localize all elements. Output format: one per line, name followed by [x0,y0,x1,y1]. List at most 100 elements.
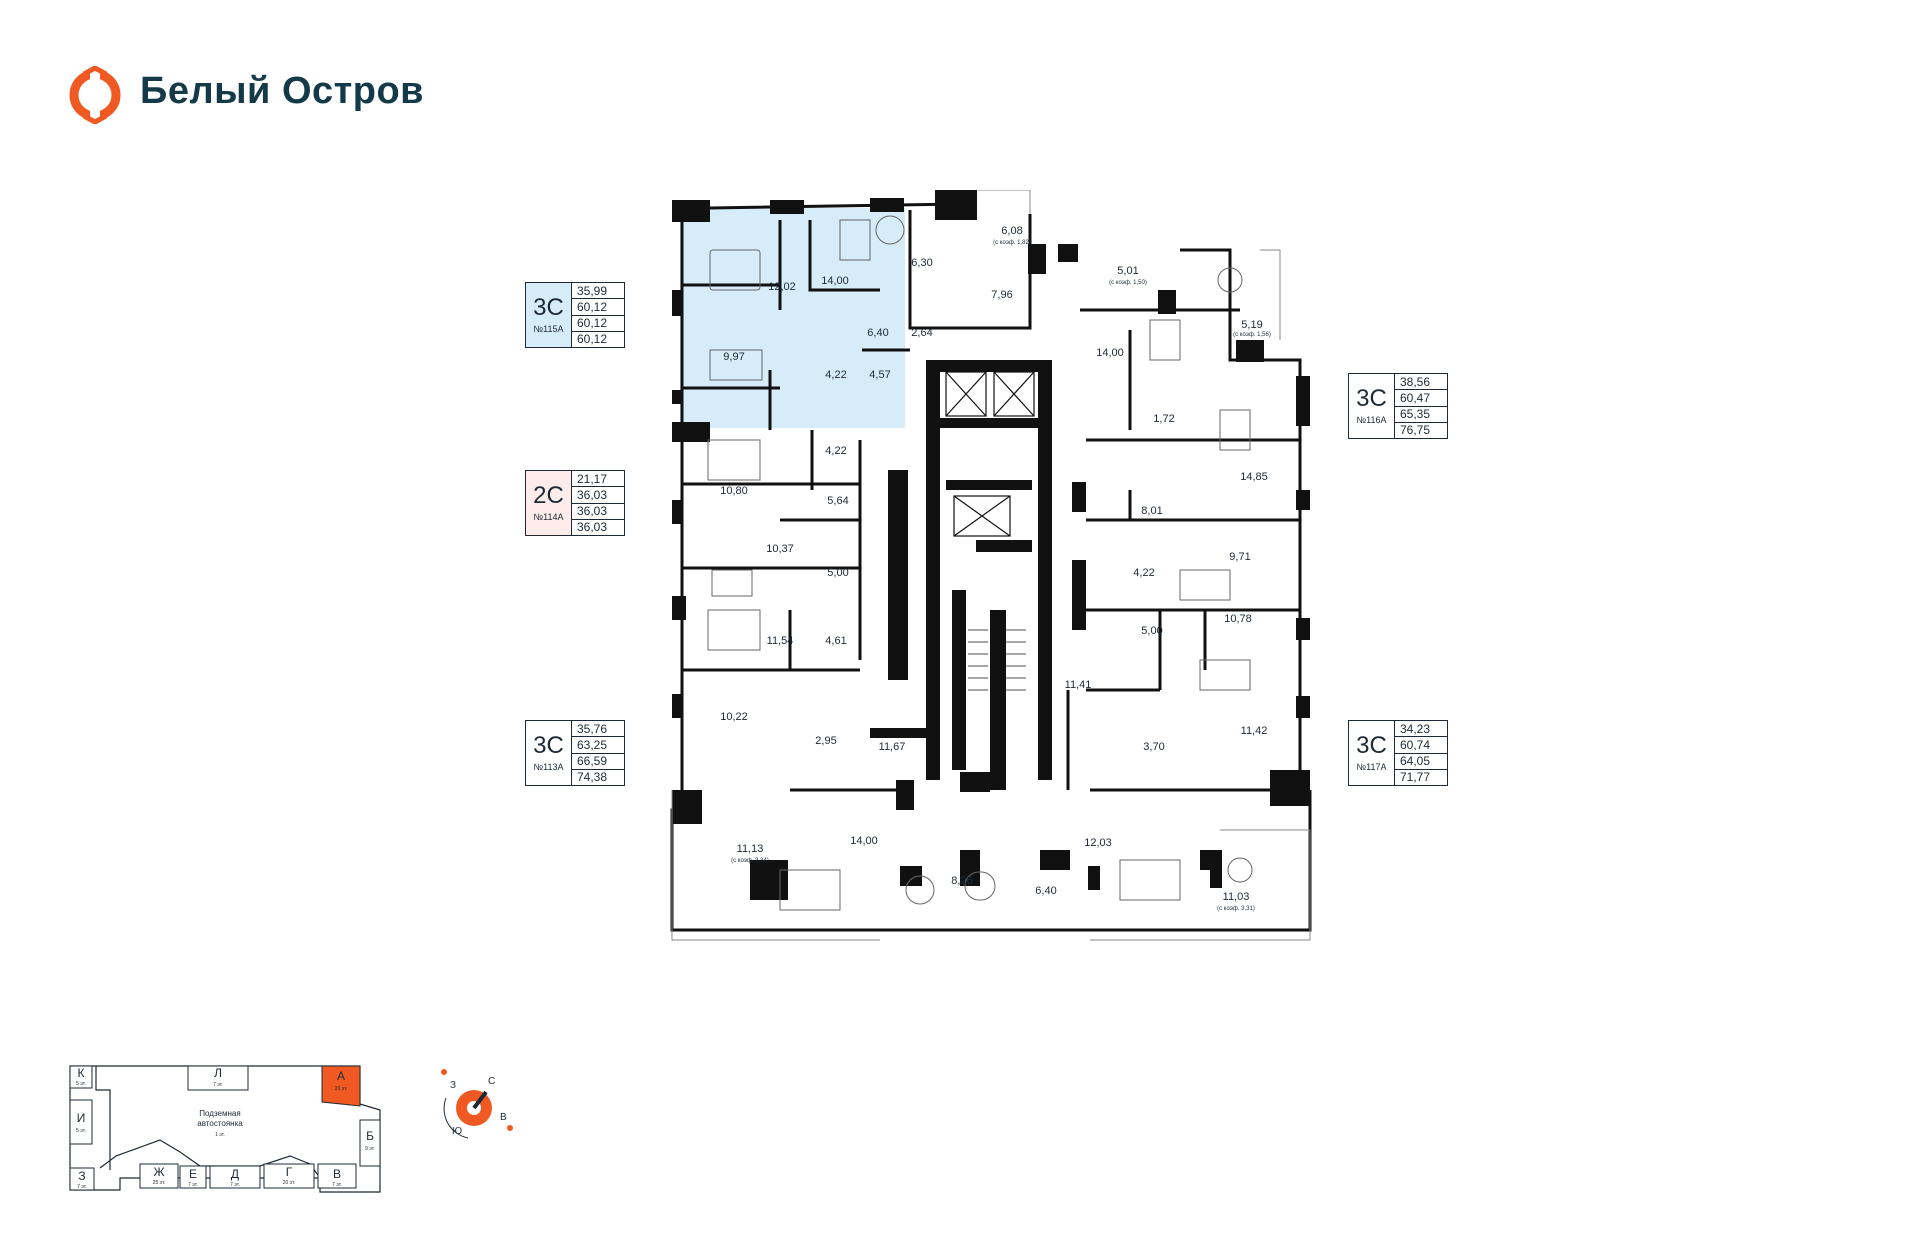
room-area: 7,96 [991,289,1012,301]
section-b[interactable] [359,1119,381,1167]
room-area: 12,02 [768,281,796,293]
area-value: 35,99 [572,283,624,300]
section-floors: 20 эт. [283,1180,296,1186]
apartment-card-114[interactable]: 2С №114А 21,17 36,03 36,03 36,03 [525,470,625,536]
elevators [945,371,1035,537]
room-area: 4,57 [869,369,890,381]
area-value: 38,56 [1395,374,1447,391]
room-area: 5,01 [1117,265,1138,277]
section-z[interactable] [69,1167,95,1191]
section-v[interactable] [317,1163,357,1189]
compass-east: В [500,1112,507,1123]
coef-note: (с коэф. 3,31) [1217,906,1255,912]
room-area: 8,26 [951,875,972,887]
section-floors: 5 эт. [76,1081,86,1087]
room-area: 11,54 [767,635,794,647]
room-area: 6,08 [1001,225,1022,237]
apartment-card-115[interactable]: 3С №115А 35,99 60,12 60,12 60,12 [525,282,625,348]
room-area: 9,97 [723,351,744,363]
apartment-type: 3С [1356,732,1387,759]
room-area: 3,70 [1143,741,1164,753]
section-i[interactable] [69,1099,93,1145]
section-letter: З [78,1169,85,1183]
room-area: 6,40 [1035,885,1056,897]
section-letter: Е [189,1167,197,1181]
section-letter: Г [286,1165,293,1179]
room-area: 10,22 [720,711,748,723]
apartment-number: №117А [1356,762,1387,772]
section-floors: 20 эт. [335,1086,348,1092]
room-area: 5,00 [1141,625,1162,637]
section-zh[interactable] [139,1163,179,1189]
area-value: 60,47 [1395,390,1447,407]
room-area: 11,03 [1223,891,1250,903]
parking-floors: 1 эт. [215,1132,225,1138]
room-area: 10,80 [720,485,748,497]
room-area: 11,13 [737,843,764,855]
room-area: 4,22 [1133,567,1154,579]
room-area: 14,00 [850,835,878,847]
brand-logo-icon [69,66,121,124]
room-area: 10,37 [766,543,794,555]
apartment-card-117[interactable]: 3С №117А 34,23 60,74 64,05 71,77 [1348,720,1448,786]
compass-south: Ю [452,1126,462,1137]
room-area: 1,72 [1153,413,1174,425]
compass-icon: З С В Ю [441,1069,513,1139]
apartment-type: 3С [533,732,564,759]
apartment-card-116[interactable]: 3С №116А 38,56 60,47 65,35 76,75 [1348,373,1448,439]
room-area: 14,00 [821,275,849,287]
section-floors: 5 эт. [76,1128,86,1134]
area-value: 60,12 [577,332,608,347]
area-value: 66,59 [572,754,624,770]
section-letter: И [77,1111,86,1125]
coef-note: (с коэф. 1,56) [1233,332,1271,338]
section-floors: 7 эт. [213,1082,223,1088]
room-area: 11,41 [1065,679,1092,691]
brand-name[interactable]: Белый Остров [140,70,425,112]
apartment-type: 3С [1356,385,1387,412]
section-letter: В [333,1167,341,1181]
area-value: 60,74 [1395,737,1447,754]
parking-label: автостоянка [197,1119,243,1128]
section-k[interactable] [69,1065,93,1089]
section-letter: Б [366,1129,374,1143]
section-g[interactable] [263,1163,315,1189]
area-value: 63,25 [572,737,624,754]
section-letter: А [337,1069,345,1083]
room-area: 10,78 [1224,613,1252,625]
section-floors: 7 эт. [188,1182,198,1188]
apartment-type: 2С [533,482,564,509]
room-area: 11,42 [1241,725,1268,737]
compass-west: З [450,1080,456,1091]
area-value: 36,03 [572,504,624,520]
room-area: 2,95 [815,735,836,747]
section-e[interactable] [179,1165,207,1189]
site-map: К 5 эт. Л 7 эт. А 20 эт. И 5 эт. Б 9 эт.… [69,1065,381,1193]
staircase [968,629,1026,691]
room-area: 11,67 [879,741,906,753]
apartment-115-highlight[interactable] [680,208,905,428]
coef-note: (с коэф. 3,34) [731,858,769,864]
section-d[interactable] [209,1165,261,1189]
compass-north: С [488,1076,495,1087]
section-floors: 9 эт. [365,1146,375,1152]
section-floors: 7 эт. [230,1182,240,1188]
section-l[interactable] [187,1065,249,1091]
area-value: 34,23 [1395,721,1447,738]
section-letter: Д [231,1167,239,1181]
room-area: 2,64 [911,327,932,339]
section-floors: 7 эт. [77,1184,87,1190]
area-value: 36,03 [577,520,608,535]
coef-note: (с коэф. 1,82) [993,240,1031,246]
apartment-card-113[interactable]: 3С №113А 35,76 63,25 66,59 74,38 [525,720,625,786]
section-a-selected[interactable] [321,1065,361,1107]
room-area: 6,40 [867,327,888,339]
parking-label: Подземная [199,1109,240,1118]
room-area: 12,03 [1084,837,1112,849]
room-area: 4,22 [825,369,846,381]
apartment-number: №116А [1356,415,1387,425]
section-floors: 25 эт. [153,1180,166,1186]
room-area: 5,64 [827,495,848,507]
section-floors: 7 эт. [332,1182,342,1188]
apartment-type: 3С [533,294,564,321]
